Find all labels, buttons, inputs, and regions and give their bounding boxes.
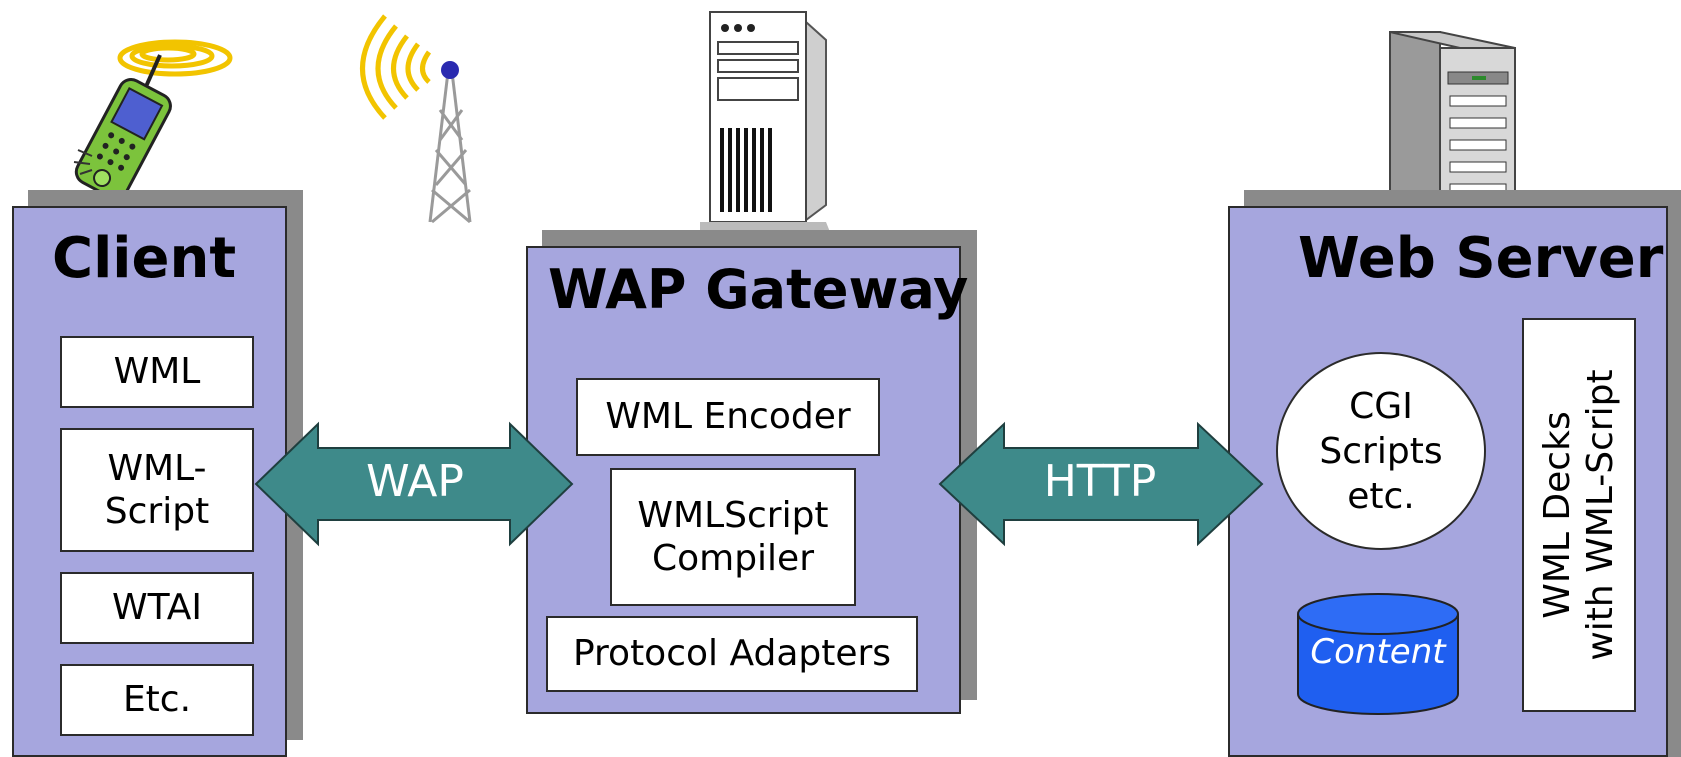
client-item-etc: Etc. [60, 664, 254, 736]
client-title: Client [52, 226, 237, 291]
radio-tower-icon [360, 14, 472, 224]
wap-label: WAP [366, 456, 464, 507]
gateway-item-wmlscript-compiler: WMLScript Compiler [610, 468, 856, 606]
content-label: Content [1310, 632, 1446, 672]
client-item-wmlscript: WML- Script [60, 428, 254, 552]
gateway-item-protocol-adapters: Protocol Adapters [546, 616, 918, 692]
wml-decks-box: WML Decks with WML-Script [1522, 318, 1636, 712]
gateway-server-icon [700, 11, 830, 232]
web-server-icon [1389, 31, 1516, 211]
wml-decks-label: WML Decks with WML-Script [1536, 369, 1621, 661]
mobile-phone-icon [73, 39, 233, 200]
client-item-wml: WML [60, 336, 254, 408]
client-item-wtai: WTAI [60, 572, 254, 644]
gateway-title: WAP Gateway [548, 258, 969, 321]
webserver-title: Web Server [1298, 226, 1664, 291]
cgi-scripts-circle: CGI Scripts etc. [1276, 352, 1486, 550]
gateway-item-wml-encoder: WML Encoder [576, 378, 880, 456]
http-label: HTTP [1043, 456, 1157, 507]
